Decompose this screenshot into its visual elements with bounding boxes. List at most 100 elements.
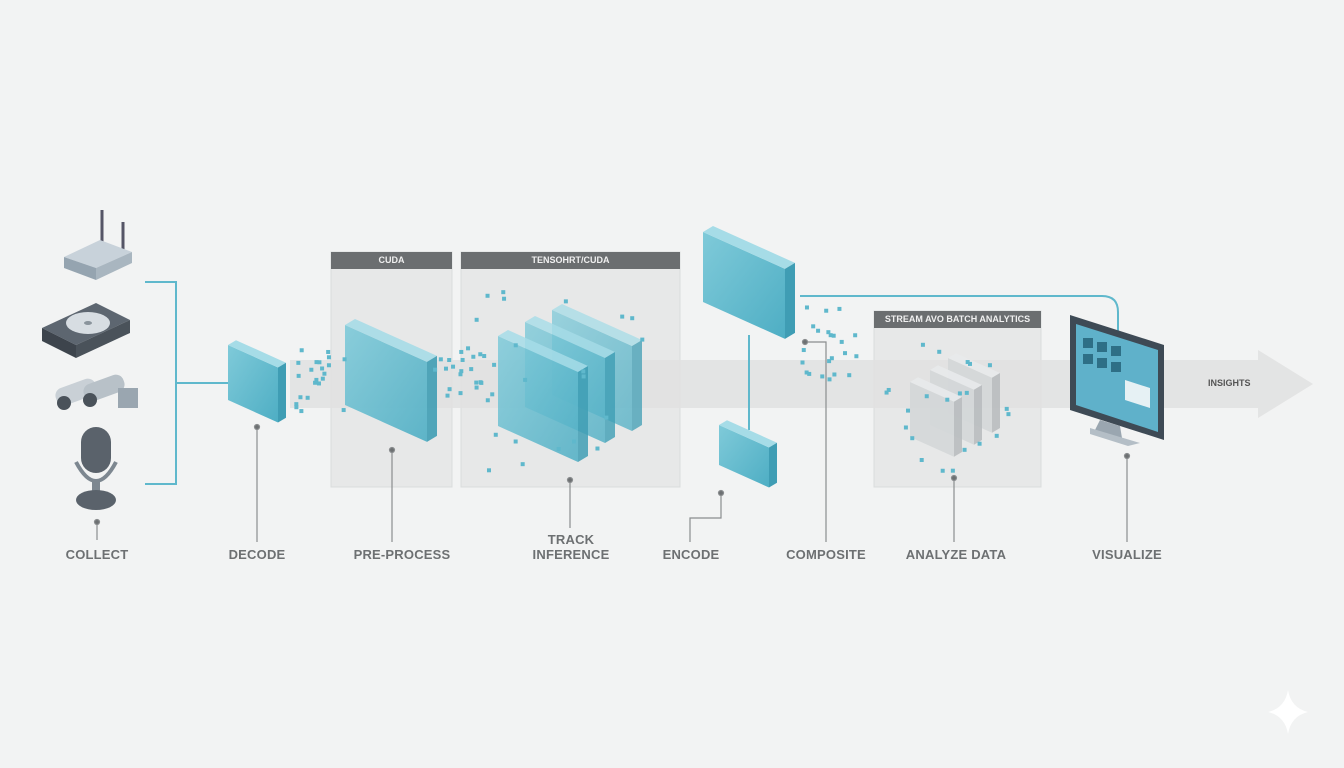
data-particle [342, 357, 347, 362]
data-particle [967, 361, 972, 366]
decode-slab-side [278, 362, 286, 423]
stage-label-encode: ENCODE [662, 547, 720, 562]
data-particle [910, 436, 915, 441]
data-particle [832, 372, 837, 377]
data-particle [313, 380, 318, 385]
data-particle [831, 333, 836, 338]
inference-slab-1-side [578, 366, 588, 462]
data-particle [309, 367, 314, 372]
monitor-icon [1070, 315, 1164, 446]
data-particle [314, 377, 319, 382]
composite-slab-top [703, 226, 795, 269]
data-particle [620, 314, 625, 319]
data-particle [906, 408, 911, 413]
data-particle [474, 380, 479, 385]
leader-lines [93, 338, 1131, 542]
data-particle [299, 348, 304, 353]
data-particle [937, 349, 942, 354]
router-icon [64, 210, 132, 280]
data-particle [854, 354, 859, 359]
data-particle [474, 385, 479, 390]
decode-slab-front [228, 345, 278, 423]
data-particle [326, 363, 331, 368]
data-particle [447, 387, 452, 392]
stage-label-preprocess: PRE-PROCESS [353, 547, 451, 562]
data-particle [474, 317, 479, 322]
data-particle [316, 381, 321, 386]
inference-slab-3-top [552, 304, 642, 346]
data-particle [994, 433, 999, 438]
data-particle [520, 462, 525, 467]
data-particle [572, 439, 577, 444]
data-particle [460, 357, 465, 362]
data-particle [298, 395, 303, 400]
data-particle [847, 373, 852, 378]
data-particle [827, 359, 832, 364]
analytics-slab-3-side [954, 397, 962, 457]
tensorrt-panel-header: TENSOHRT/CUDA [461, 252, 680, 269]
insights-label: INSIGHTS [1208, 378, 1251, 388]
data-particle [478, 352, 483, 357]
data-particle [940, 468, 945, 473]
data-particle [296, 360, 301, 365]
analytics-slab-1-top [948, 353, 1000, 378]
data-particle [1006, 412, 1011, 417]
stage-label-visualize: VISUALIZE [1092, 547, 1162, 562]
inference-slab-2-top [525, 316, 615, 358]
data-particle [604, 415, 609, 420]
data-particle [458, 372, 463, 377]
preprocess-slab-side [427, 355, 437, 442]
data-particle [294, 405, 299, 410]
analytics-slab-3-front [910, 382, 954, 457]
data-particle [827, 377, 832, 382]
analytics-slab-3-top [910, 377, 962, 402]
inference-slab-1-top [498, 330, 588, 372]
data-particle [443, 366, 448, 371]
analytics-slab-1-side [992, 373, 1000, 433]
data-particle [886, 387, 891, 392]
data-particle [630, 316, 635, 321]
stage-label-collect: COLLECT [65, 547, 129, 562]
data-particle [513, 343, 518, 348]
stage-label-analyze: ANALYZE DATA [905, 547, 1007, 562]
data-particle [884, 390, 889, 395]
data-particle [804, 305, 809, 310]
data-particle [839, 339, 844, 344]
data-particle [493, 432, 498, 437]
data-particle [478, 380, 483, 385]
data-particle [471, 354, 476, 359]
data-particle [595, 446, 600, 451]
data-particle [459, 369, 464, 374]
data-particle [853, 333, 858, 338]
data-particle [811, 324, 816, 329]
analytics-slab-2-side [974, 385, 982, 445]
data-particle [490, 392, 495, 397]
data-particle [320, 376, 325, 381]
analytics-panel-header: STREAM AVO BATCH ANALYTICS [874, 311, 1041, 328]
composite-to-monitor-line [800, 295, 1119, 340]
data-particle [294, 402, 299, 407]
data-particle [341, 408, 346, 413]
data-particle [322, 371, 327, 376]
cuda-panel-header: CUDA [331, 252, 452, 269]
data-particle [816, 328, 821, 333]
data-particle [451, 364, 456, 369]
data-particle [299, 409, 304, 414]
data-particle [965, 360, 970, 365]
decode-slab-top [228, 340, 286, 368]
data-particle [977, 441, 982, 446]
data-particle [459, 349, 464, 354]
security-camera-icon [55, 374, 138, 410]
data-particle [903, 425, 908, 430]
data-particle [987, 363, 992, 368]
data-particle [828, 333, 833, 338]
inference-slab-1-front [498, 336, 578, 462]
data-particle [320, 366, 325, 371]
data-particle [820, 374, 825, 379]
encode-slab-side [769, 442, 777, 488]
encode-slab-front [719, 425, 769, 488]
data-particle [824, 308, 829, 313]
data-particle [950, 468, 955, 473]
microphone-icon [74, 427, 118, 510]
data-particle [640, 337, 645, 342]
